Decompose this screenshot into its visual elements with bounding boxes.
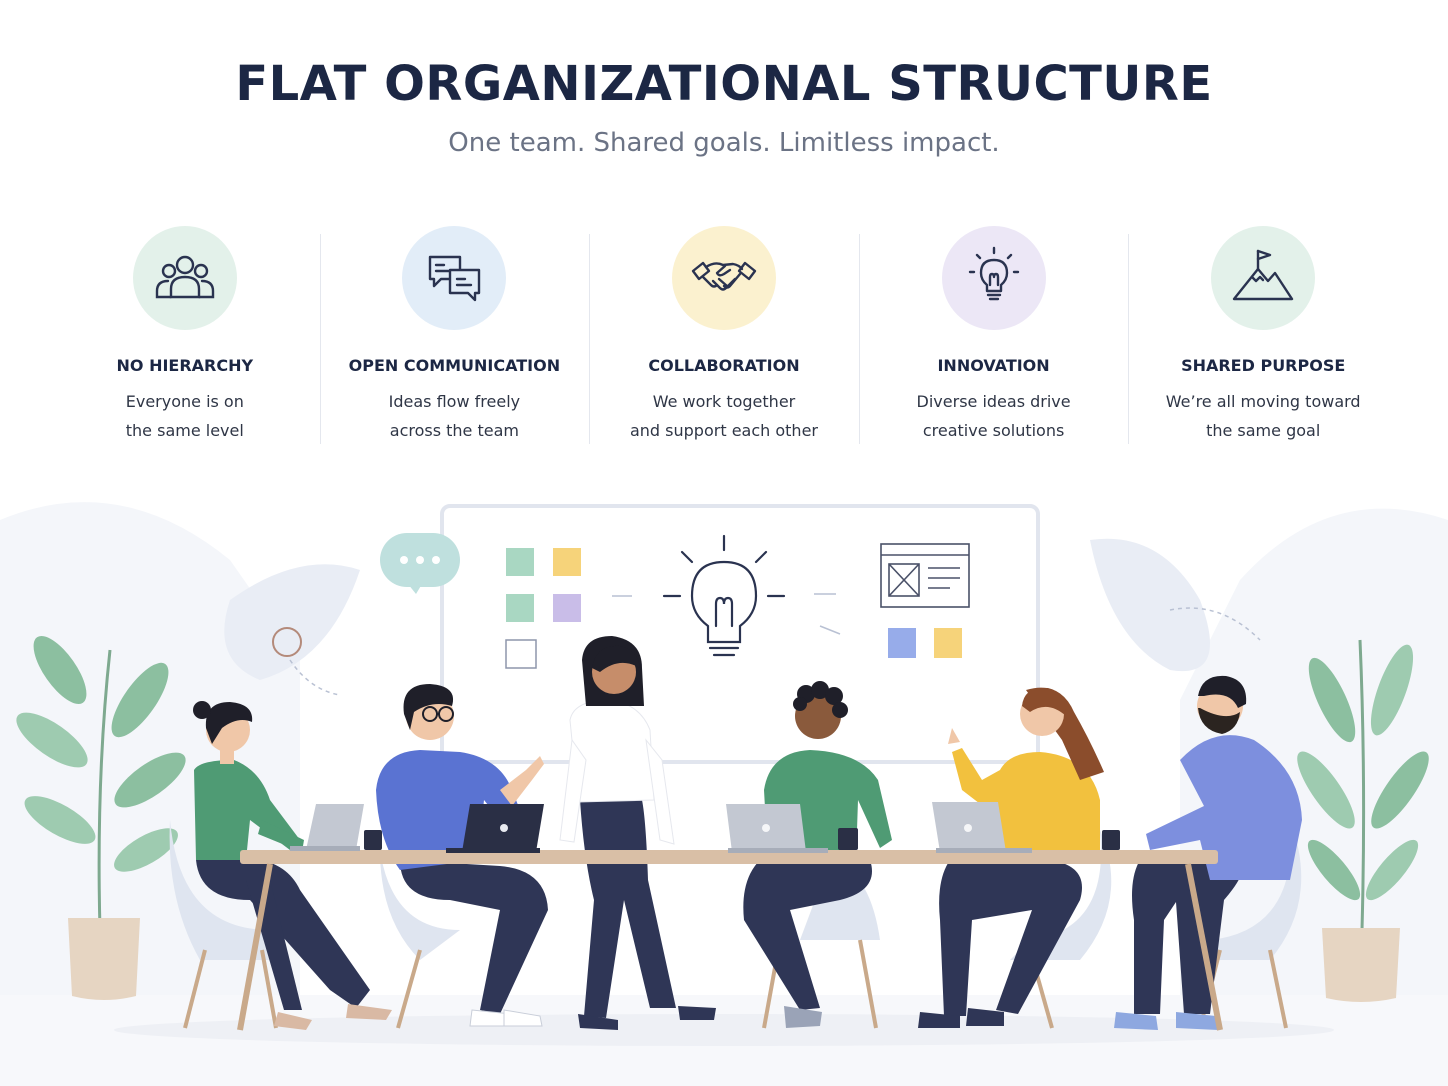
feature-title: INNOVATION <box>937 356 1050 375</box>
feature-desc-line: creative solutions <box>922 421 1065 440</box>
feature-title: OPEN COMMUNICATION <box>348 356 561 375</box>
mountain-flag-icon <box>1211 226 1316 330</box>
laptop-3 <box>726 804 828 853</box>
chat-bubbles-icon <box>402 226 507 330</box>
feature-title: SHARED PURPOSE <box>1181 356 1346 375</box>
page-title: FLAT ORGANIZATIONAL STRUCTURE <box>235 56 1213 112</box>
feature-row: NO HIERARCHY Everyone is on the same lev… <box>50 220 1398 450</box>
feature-desc-line: We work together <box>652 392 796 411</box>
feature-open-communication: OPEN COMMUNICATION Ideas flow freely acr… <box>319 220 590 450</box>
team-meeting-illustration <box>0 502 1448 1086</box>
feature-title: NO HIERARCHY <box>116 356 254 375</box>
coffee-mugs <box>364 828 1120 850</box>
feature-desc-line: Everyone is on <box>125 392 244 411</box>
speech-bubble-icon <box>380 533 460 594</box>
potted-plant-left <box>16 635 186 1000</box>
potted-plant-right <box>1297 639 1429 1002</box>
feature-desc-line: Ideas flow freely <box>388 392 521 411</box>
feature-innovation: INNOVATION Diverse ideas drive creative … <box>858 220 1129 450</box>
page-subtitle: One team. Shared goals. Limitless impact… <box>448 128 1000 158</box>
feature-desc-line: across the team <box>389 421 519 440</box>
feature-desc-line: the same level <box>125 421 244 440</box>
feature-shared-purpose: SHARED PURPOSE We’re all moving toward t… <box>1128 220 1398 450</box>
feature-no-hierarchy: NO HIERARCHY Everyone is on the same lev… <box>50 220 320 450</box>
whiteboard-lightbulb-icon <box>662 534 786 657</box>
feature-desc-line: the same goal <box>1206 421 1321 440</box>
feature-desc-line: We’re all moving toward <box>1165 392 1361 411</box>
feature-desc-line: and support each other <box>629 421 818 440</box>
person-6-blue-hoodie-beard <box>1114 675 1302 1030</box>
meeting-table <box>240 850 1218 864</box>
wireframe-sketch <box>880 543 970 608</box>
person-2-blue-shirt-glasses <box>376 684 548 1027</box>
sticky-notes <box>505 548 962 669</box>
handshake-icon <box>671 226 776 330</box>
laptop-4 <box>932 802 1032 853</box>
laptop-2 <box>446 804 544 853</box>
feature-collaboration: COLLABORATION We work together and suppo… <box>589 220 859 450</box>
laptop-1 <box>290 804 364 851</box>
feature-title: COLLABORATION <box>648 356 800 375</box>
feature-desc-line: Diverse ideas drive <box>916 392 1071 411</box>
people-group-icon <box>132 226 237 330</box>
lightbulb-icon <box>941 226 1046 330</box>
